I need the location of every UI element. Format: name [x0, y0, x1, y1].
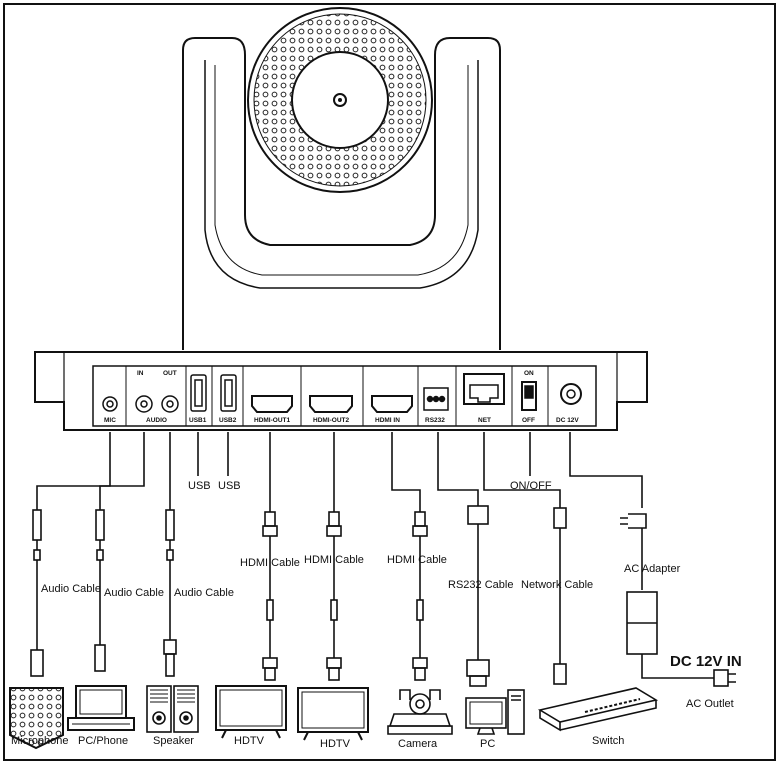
hdtv-device-2: [297, 687, 369, 741]
camera-device: [387, 689, 453, 735]
port-label-hdmi-out2: HDMI-OUT2: [313, 417, 350, 424]
port-label-usb1: USB1: [189, 417, 207, 424]
camera-lens-disc: [247, 7, 433, 193]
cable-label-ac-adapter: AC Adapter: [624, 563, 681, 575]
port-label-on: ON: [524, 370, 534, 377]
cable-label-rs232: RS232 Cable: [448, 579, 514, 591]
cable-label-audio-2: Audio Cable: [104, 587, 164, 599]
cables: [30, 432, 736, 687]
cable-label-usb-2: USB: [218, 480, 241, 492]
device-label-hdtv-1: HDTV: [234, 735, 264, 747]
port-label-hdmi-out1: HDMI-OUT1: [254, 417, 291, 424]
port-label-off: OFF: [522, 417, 535, 424]
cable-label-ac-outlet: AC Outlet: [686, 698, 734, 710]
port-label-hdmi-in: HDMI IN: [375, 417, 400, 424]
port-label-audio: AUDIO: [146, 417, 167, 424]
device-label-pc: PC: [480, 738, 496, 750]
cable-label-hdmi-1: HDMI Cable: [240, 557, 300, 569]
port-label-net: NET: [478, 417, 491, 424]
device-label-microphone: Microphone: [11, 735, 69, 747]
cable-label-hdmi-2: HDMI Cable: [304, 554, 364, 566]
port-label-rs232: RS232: [425, 417, 445, 424]
speaker-device: [146, 685, 199, 733]
device-label-hdtv-2: HDTV: [320, 738, 350, 750]
device-label-camera: Camera: [398, 738, 438, 750]
hdtv-device-1: [215, 685, 287, 739]
camera-body: [182, 37, 501, 350]
port-label-dc: DC 12V: [556, 417, 579, 424]
cable-label-audio-1: Audio Cable: [41, 583, 101, 595]
port-label-usb2: USB2: [219, 417, 237, 424]
panel-ports: [102, 373, 582, 413]
pc-device: [465, 689, 525, 735]
port-label-mic: MIC: [104, 417, 116, 424]
diagram-frame: [3, 3, 776, 761]
cable-label-onoff: ON/OFF: [510, 480, 552, 492]
rear-panel: [34, 351, 648, 431]
pcphone-device: [67, 685, 135, 731]
microphone-device: [9, 687, 64, 750]
cable-label-usb-1: USB: [188, 480, 211, 492]
device-label-pcphone: PC/Phone: [78, 735, 129, 747]
cable-label-dc-12v-in: DC 12V IN: [670, 653, 742, 670]
device-label-switch: Switch: [592, 735, 625, 747]
device-label-speaker: Speaker: [153, 735, 194, 747]
cable-label-hdmi-3: HDMI Cable: [387, 554, 447, 566]
cable-label-audio-3: Audio Cable: [174, 587, 234, 599]
port-label-audio-in: IN: [137, 370, 144, 377]
switch-device: [537, 687, 659, 732]
cable-label-network: Network Cable: [521, 579, 594, 591]
port-label-audio-out: OUT: [163, 370, 177, 377]
